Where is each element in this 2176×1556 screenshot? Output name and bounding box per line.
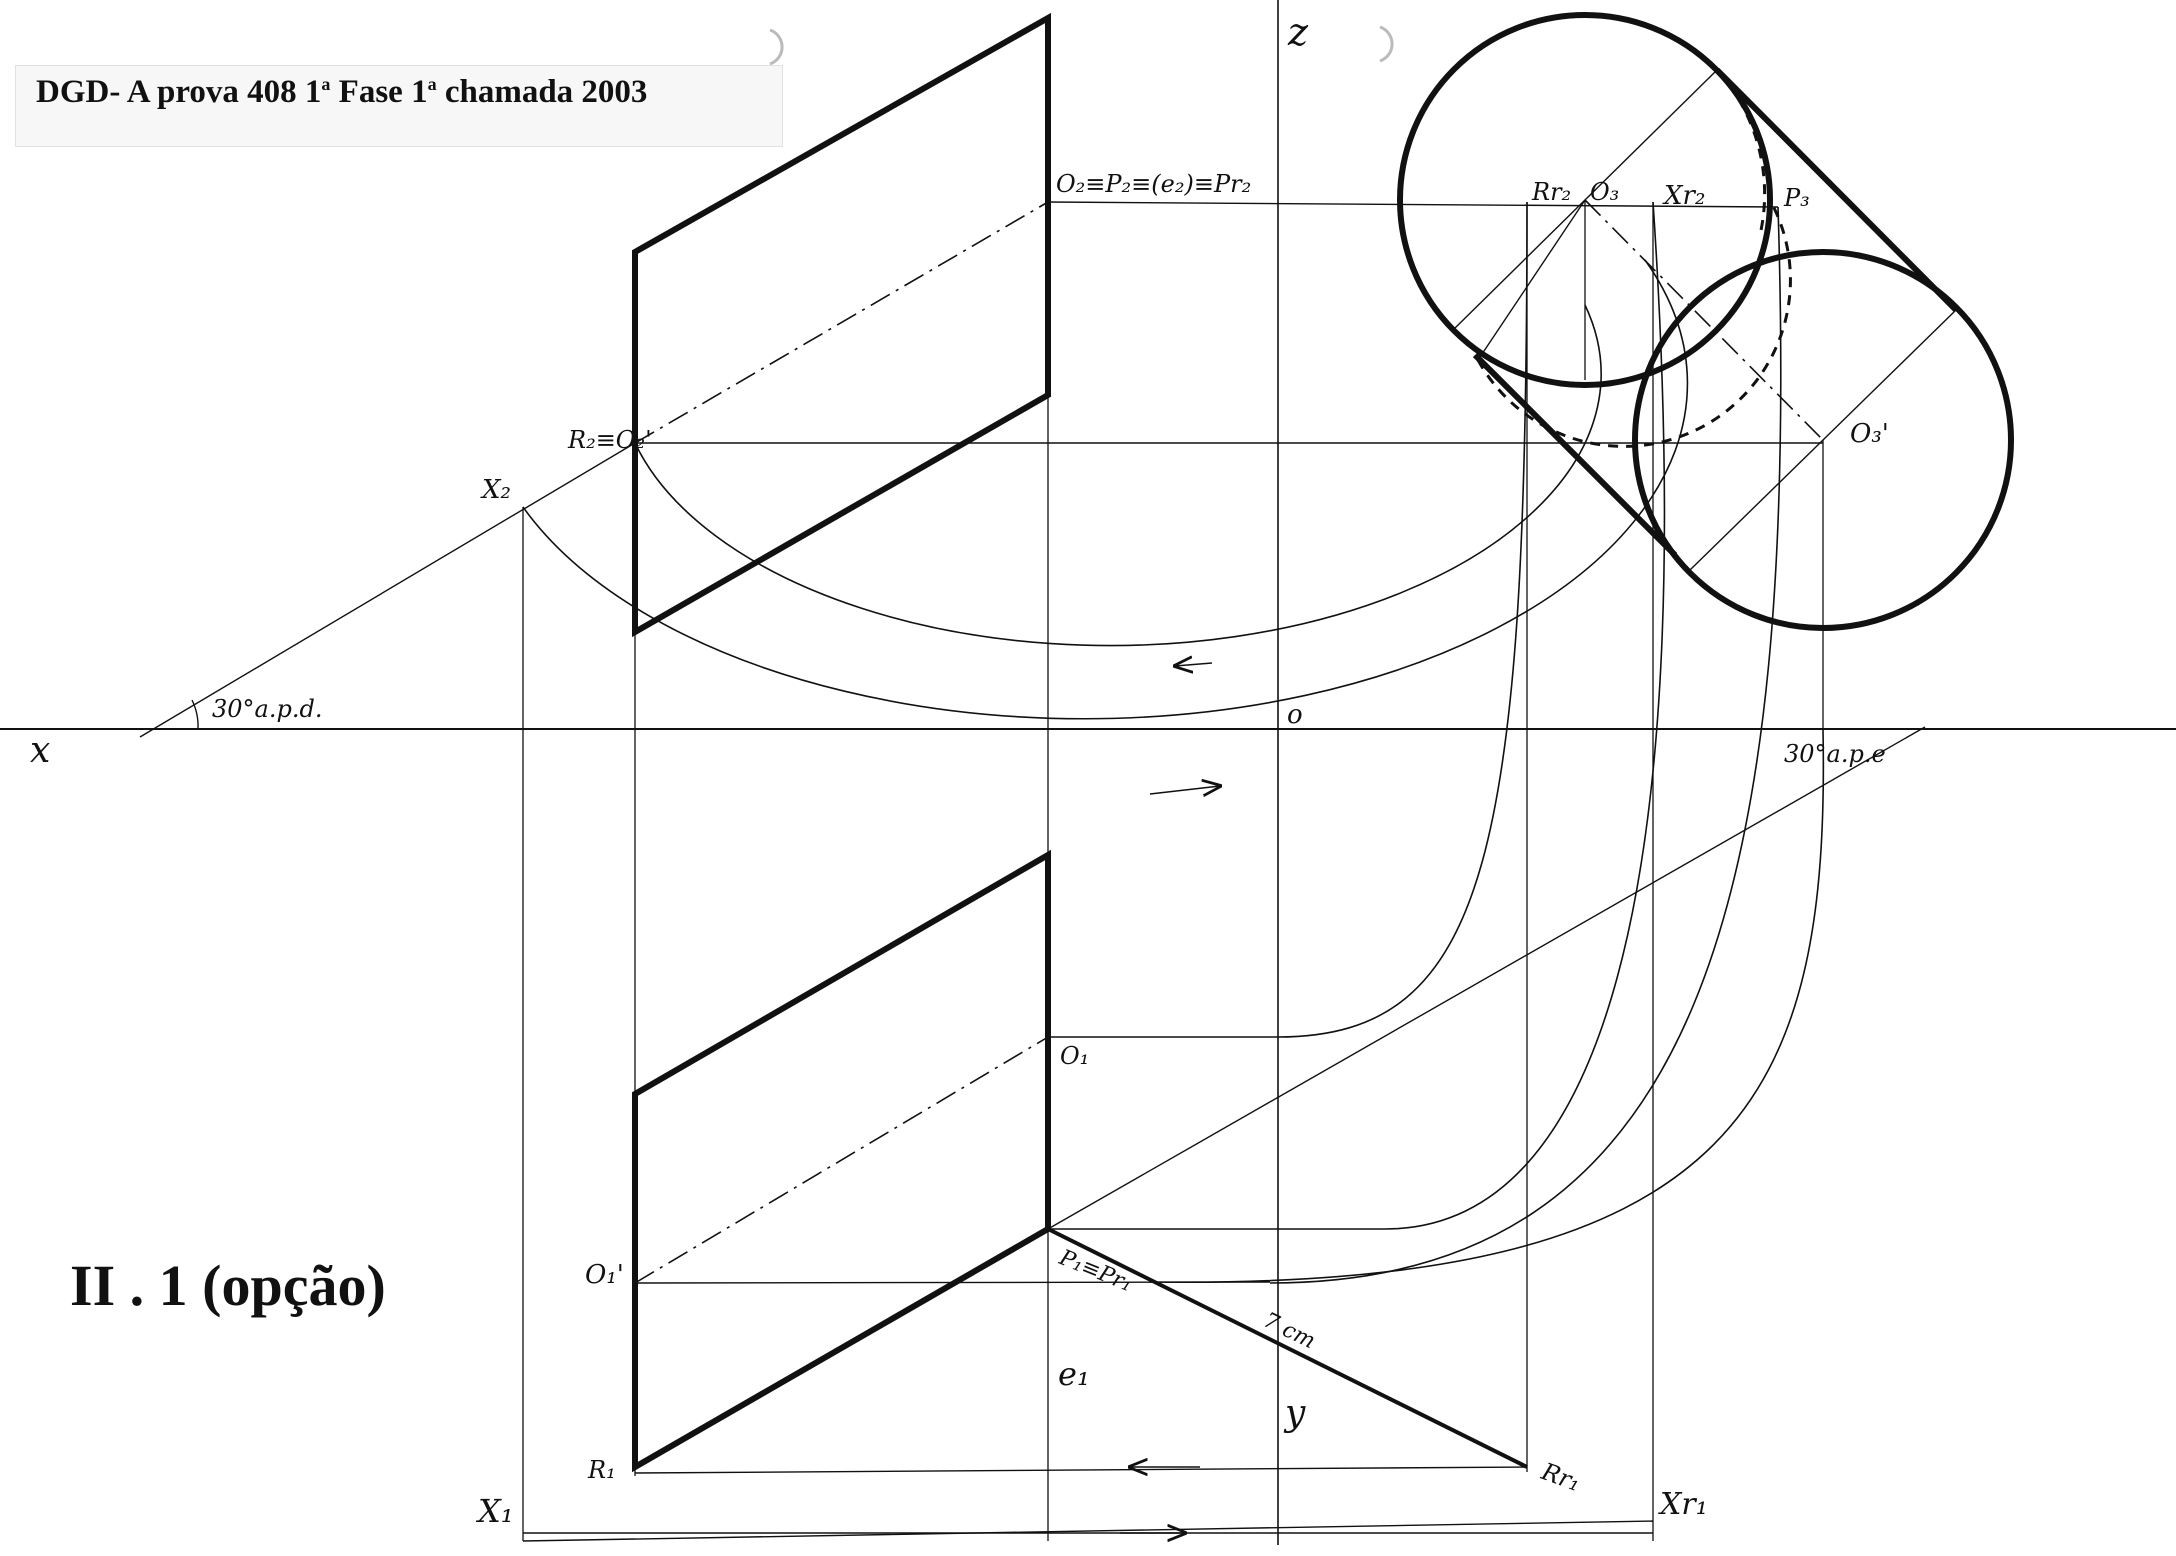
label-y: y — [1283, 1393, 1306, 1434]
punch-hole-left — [769, 28, 784, 66]
projection-lines — [522, 15, 1824, 1541]
label-o3: O₃ — [1590, 178, 1619, 206]
label-xr1: Xr₁ — [1658, 1487, 1708, 1522]
angle-arc-left — [191, 699, 199, 730]
header-sup: a — [427, 74, 437, 94]
label-o1p: O₁' — [585, 1260, 624, 1290]
exercise-label: II . 1 (opção) — [70, 1253, 386, 1318]
label-x2: X₂ — [480, 475, 511, 505]
base-line-r1 — [634, 1466, 1528, 1474]
header-title-part: chamada 2003 — [436, 74, 648, 110]
cylinder — [1397, 12, 2014, 631]
label-angle-right: 30°a.p.e — [1784, 740, 1886, 768]
header-sup: a — [321, 74, 331, 94]
upper-parallelogram — [632, 12, 1051, 638]
label-xr2: Xr₂ — [1662, 181, 1705, 211]
label-origin: o — [1287, 700, 1303, 730]
header-title-part: DGD- A prova 408 1 — [36, 74, 322, 110]
punch-hole-right — [1379, 25, 1394, 63]
rotation-arcs — [522, 201, 1825, 1284]
label-angle-left: 30°a.p.d. — [212, 695, 322, 723]
label-x-axis: x — [30, 730, 50, 771]
line-p1-rr1 — [1047, 1227, 1528, 1469]
label-x1: X₁ — [475, 1492, 514, 1530]
label-r2-o2p: R₂≡O₂' — [567, 426, 652, 454]
label-e1: e₁ — [1058, 1355, 1090, 1393]
lower-parallelogram — [632, 849, 1051, 1473]
header-title: DGD- A prova 408 1a Fase 1a chamada 2003 — [36, 74, 647, 111]
label-o2-p2: O₂≡P₂≡(e₂)≡Pr₂ — [1056, 170, 1251, 198]
header-title-part: Fase 1 — [330, 74, 428, 110]
header-box — [15, 65, 783, 147]
label-rr1: Rr₁ — [1537, 1457, 1584, 1497]
label-o3p: O₃' — [1850, 419, 1889, 449]
label-rr2: Rr₂ — [1531, 178, 1571, 206]
arc-arrow-2 — [1149, 786, 1220, 794]
label-p3: P₃ — [1783, 184, 1810, 212]
axis-dashdot — [634, 199, 1824, 1284]
label-r1: R₁ — [587, 1456, 616, 1484]
label-o1: O₁ — [1060, 1042, 1089, 1070]
arc-arrow-1 — [1175, 663, 1213, 666]
label-z-axis: z — [1287, 10, 1309, 54]
